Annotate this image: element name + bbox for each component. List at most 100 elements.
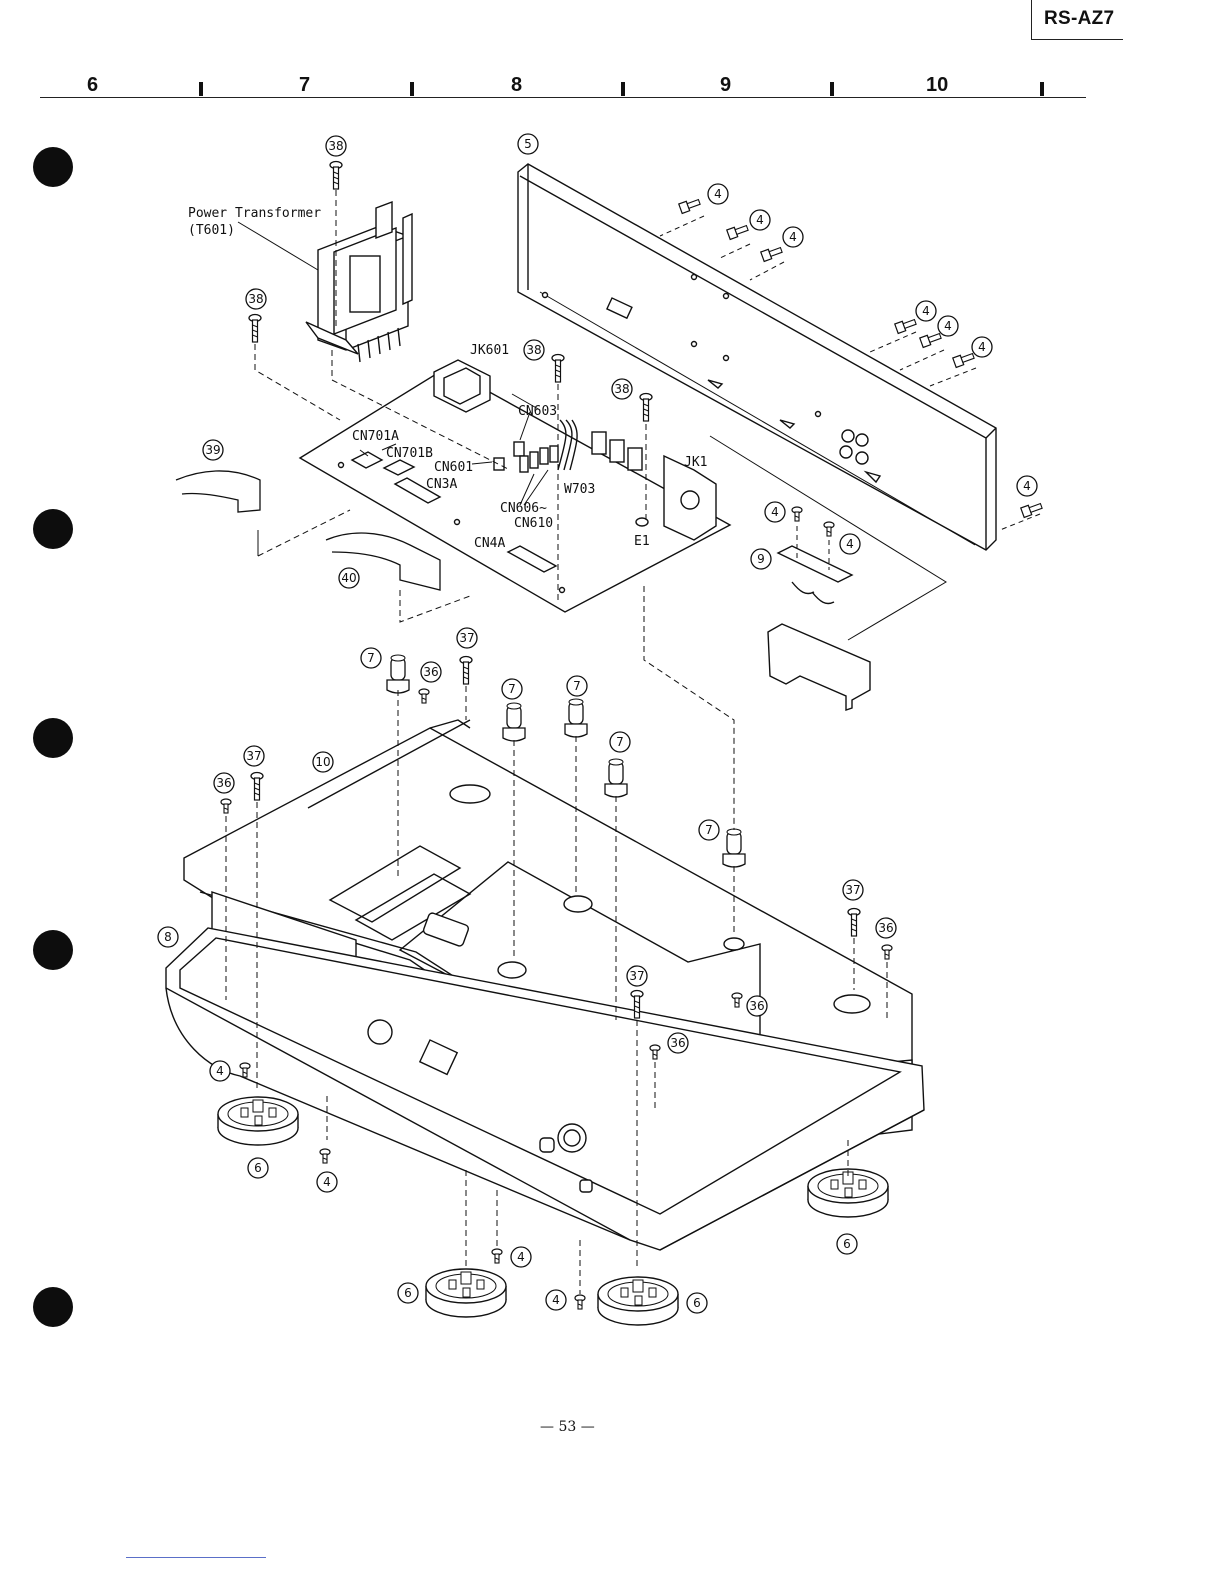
- callout-37: 37: [627, 966, 647, 986]
- svg-text:7: 7: [616, 735, 624, 749]
- svg-text:7: 7: [367, 651, 375, 665]
- callout-36: 36: [747, 996, 767, 1016]
- svg-text:6: 6: [254, 1161, 262, 1175]
- svg-text:4: 4: [216, 1064, 224, 1078]
- label-e1: E1: [634, 534, 650, 549]
- callout-4: 4: [916, 301, 936, 321]
- callout-4: 4: [972, 337, 992, 357]
- callout-4: 4: [708, 184, 728, 204]
- callout-36: 36: [214, 773, 234, 793]
- callout-40: 40: [339, 568, 359, 588]
- svg-text:7: 7: [705, 823, 713, 837]
- callout-7: 7: [502, 679, 522, 699]
- label-power-transformer: Power Transformer: [188, 206, 321, 221]
- svg-text:38: 38: [328, 139, 343, 153]
- callout-36: 36: [668, 1033, 688, 1053]
- svg-text:4: 4: [1023, 479, 1031, 493]
- svg-text:38: 38: [526, 343, 541, 357]
- svg-text:36: 36: [749, 999, 764, 1013]
- svg-text:9: 9: [757, 552, 765, 566]
- label-cn603: CN603: [518, 404, 557, 419]
- svg-text:6: 6: [843, 1237, 851, 1251]
- svg-text:37: 37: [629, 969, 644, 983]
- svg-text:6: 6: [404, 1286, 412, 1300]
- callout-4: 4: [1017, 476, 1037, 496]
- callout-6: 6: [687, 1293, 707, 1313]
- svg-text:10: 10: [315, 755, 330, 769]
- svg-text:4: 4: [756, 213, 764, 227]
- callout-4: 4: [317, 1172, 337, 1192]
- svg-text:4: 4: [714, 187, 722, 201]
- power-transformer: [306, 202, 412, 362]
- label-cn601: CN601: [434, 460, 473, 475]
- callout-9: 9: [751, 549, 771, 569]
- label-cn701a: CN701A: [352, 429, 399, 444]
- svg-text:4: 4: [978, 340, 986, 354]
- callout-7: 7: [567, 676, 587, 696]
- callout-4: 4: [783, 227, 803, 247]
- svg-text:40: 40: [341, 571, 356, 585]
- svg-text:7: 7: [573, 679, 581, 693]
- svg-text:36: 36: [878, 921, 893, 935]
- footer-rule: [126, 1557, 266, 1558]
- label-jk601: JK601: [470, 343, 509, 358]
- callout-4: 4: [765, 502, 785, 522]
- svg-text:5: 5: [524, 137, 532, 151]
- callout-38: 38: [524, 340, 544, 360]
- svg-text:6: 6: [693, 1296, 701, 1310]
- label-jk1: JK1: [684, 455, 707, 470]
- svg-text:4: 4: [771, 505, 779, 519]
- callout-4: 4: [511, 1247, 531, 1267]
- svg-text:39: 39: [205, 443, 220, 457]
- callout-7: 7: [699, 820, 719, 840]
- label-cn610: CN610: [514, 516, 553, 531]
- callout-10: 10: [313, 752, 333, 772]
- callout-4: 4: [546, 1290, 566, 1310]
- callout-8: 8: [158, 927, 178, 947]
- callout-37: 37: [457, 628, 477, 648]
- svg-text:36: 36: [216, 776, 231, 790]
- callout-36: 36: [876, 918, 896, 938]
- svg-text:36: 36: [423, 665, 438, 679]
- svg-text:36: 36: [670, 1036, 685, 1050]
- label-w703: W703: [564, 482, 595, 497]
- callout-38: 38: [246, 289, 266, 309]
- svg-text:37: 37: [246, 749, 261, 763]
- callout-6: 6: [837, 1234, 857, 1254]
- svg-text:4: 4: [323, 1175, 331, 1189]
- page-number: — 53 —: [540, 1419, 595, 1435]
- svg-text:38: 38: [614, 382, 629, 396]
- label-cn4a: CN4A: [474, 536, 505, 551]
- svg-text:37: 37: [845, 883, 860, 897]
- callout-4: 4: [210, 1061, 230, 1081]
- label-cn701b: CN701B: [386, 446, 433, 461]
- callout-4: 4: [938, 316, 958, 336]
- callout-7: 7: [610, 732, 630, 752]
- callout-4: 4: [840, 534, 860, 554]
- label-cn606: CN606~: [500, 501, 547, 516]
- svg-text:7: 7: [508, 682, 516, 696]
- svg-text:8: 8: [164, 930, 172, 944]
- callout-38: 38: [612, 379, 632, 399]
- label-t601: (T601): [188, 223, 235, 238]
- svg-text:4: 4: [944, 319, 952, 333]
- callout-39: 39: [203, 440, 223, 460]
- svg-text:4: 4: [517, 1250, 525, 1264]
- callout-37: 37: [244, 746, 264, 766]
- callout-6: 6: [248, 1158, 268, 1178]
- svg-text:37: 37: [459, 631, 474, 645]
- svg-text:4: 4: [552, 1293, 560, 1307]
- callout-7: 7: [361, 648, 381, 668]
- svg-text:4: 4: [922, 304, 930, 318]
- callout-4: 4: [750, 210, 770, 230]
- callout-6: 6: [398, 1283, 418, 1303]
- bracket: [768, 546, 870, 710]
- main-pcb: [300, 360, 730, 612]
- svg-text:4: 4: [846, 537, 854, 551]
- svg-text:38: 38: [248, 292, 263, 306]
- callout-5: 5: [518, 134, 538, 154]
- svg-text:4: 4: [789, 230, 797, 244]
- callout-36: 36: [421, 662, 441, 682]
